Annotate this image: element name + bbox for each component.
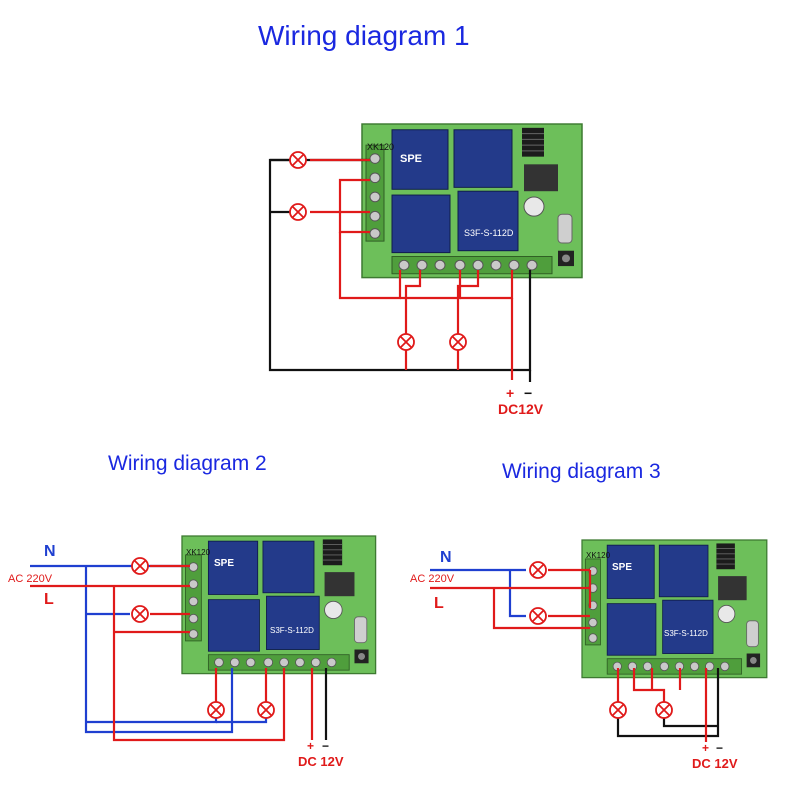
- relay-brand-label-3: SPE: [612, 562, 632, 573]
- minus-label-1: −: [524, 385, 532, 401]
- relay-model-label-1: S3F-S-112D: [464, 228, 514, 238]
- diagram-3: XK120 SPE S3F-S-112D N AC 220V L + − DC …: [410, 539, 768, 771]
- diagram-2: XK120 SPE S3F-S-112D N AC 220V L + − DC …: [8, 535, 377, 769]
- neutral-label-3: N: [440, 549, 452, 566]
- plus-label-1: +: [506, 385, 514, 401]
- lamp-icon: [289, 203, 307, 221]
- lamp-icon: [131, 605, 149, 623]
- dc-negative-wire-3: [616, 668, 720, 738]
- lamp-icon: [609, 701, 627, 719]
- minus-label-2: −: [322, 739, 329, 753]
- dc-power-label-2: DC 12V: [298, 754, 344, 769]
- dc-power-label-3: DC 12V: [692, 756, 738, 771]
- lamp-icon: [207, 701, 225, 719]
- live-label-2: L: [44, 591, 54, 608]
- relay-module-board-2: [181, 535, 377, 675]
- neutral-label-2: N: [44, 543, 56, 560]
- relay-model-label-3: S3F-S-112D: [664, 629, 708, 638]
- board-model-label-2: XK120: [186, 548, 211, 557]
- lamp-icon: [289, 151, 307, 169]
- diagram-1: XK120 SPE S3F-S-112D + − DC12V: [268, 123, 583, 417]
- dc-power-label-1: DC12V: [498, 401, 544, 417]
- lamp-icon: [529, 607, 547, 625]
- positive-wire-1: [338, 232, 402, 300]
- relay-model-label-2: S3F-S-112D: [270, 626, 314, 635]
- relay-brand-label-2: SPE: [214, 558, 234, 569]
- diagram-2-title: Wiring diagram 2: [108, 452, 267, 475]
- relay-brand-label-1: SPE: [400, 153, 422, 165]
- lamp-icon: [449, 333, 467, 351]
- board-model-label-3: XK120: [586, 551, 611, 560]
- relay-module-board-1: [361, 123, 583, 279]
- relay-module-board-3: [581, 539, 768, 679]
- lamp-icon: [655, 701, 673, 719]
- lamp-icon: [529, 561, 547, 579]
- minus-label-3: −: [716, 741, 723, 755]
- board-model-label-1: XK120: [367, 142, 394, 152]
- plus-label-3: +: [702, 741, 709, 755]
- diagram-1-title: Wiring diagram 1: [258, 20, 470, 51]
- lamp-icon: [131, 557, 149, 575]
- ac-voltage-label-3: AC 220V: [410, 573, 455, 585]
- lamp-icon: [397, 333, 415, 351]
- ac-voltage-label-2: AC 220V: [8, 573, 53, 585]
- diagram-3-title: Wiring diagram 3: [502, 460, 661, 483]
- live-label-3: L: [434, 595, 444, 612]
- plus-label-2: +: [307, 739, 314, 753]
- lamp-icon: [257, 701, 275, 719]
